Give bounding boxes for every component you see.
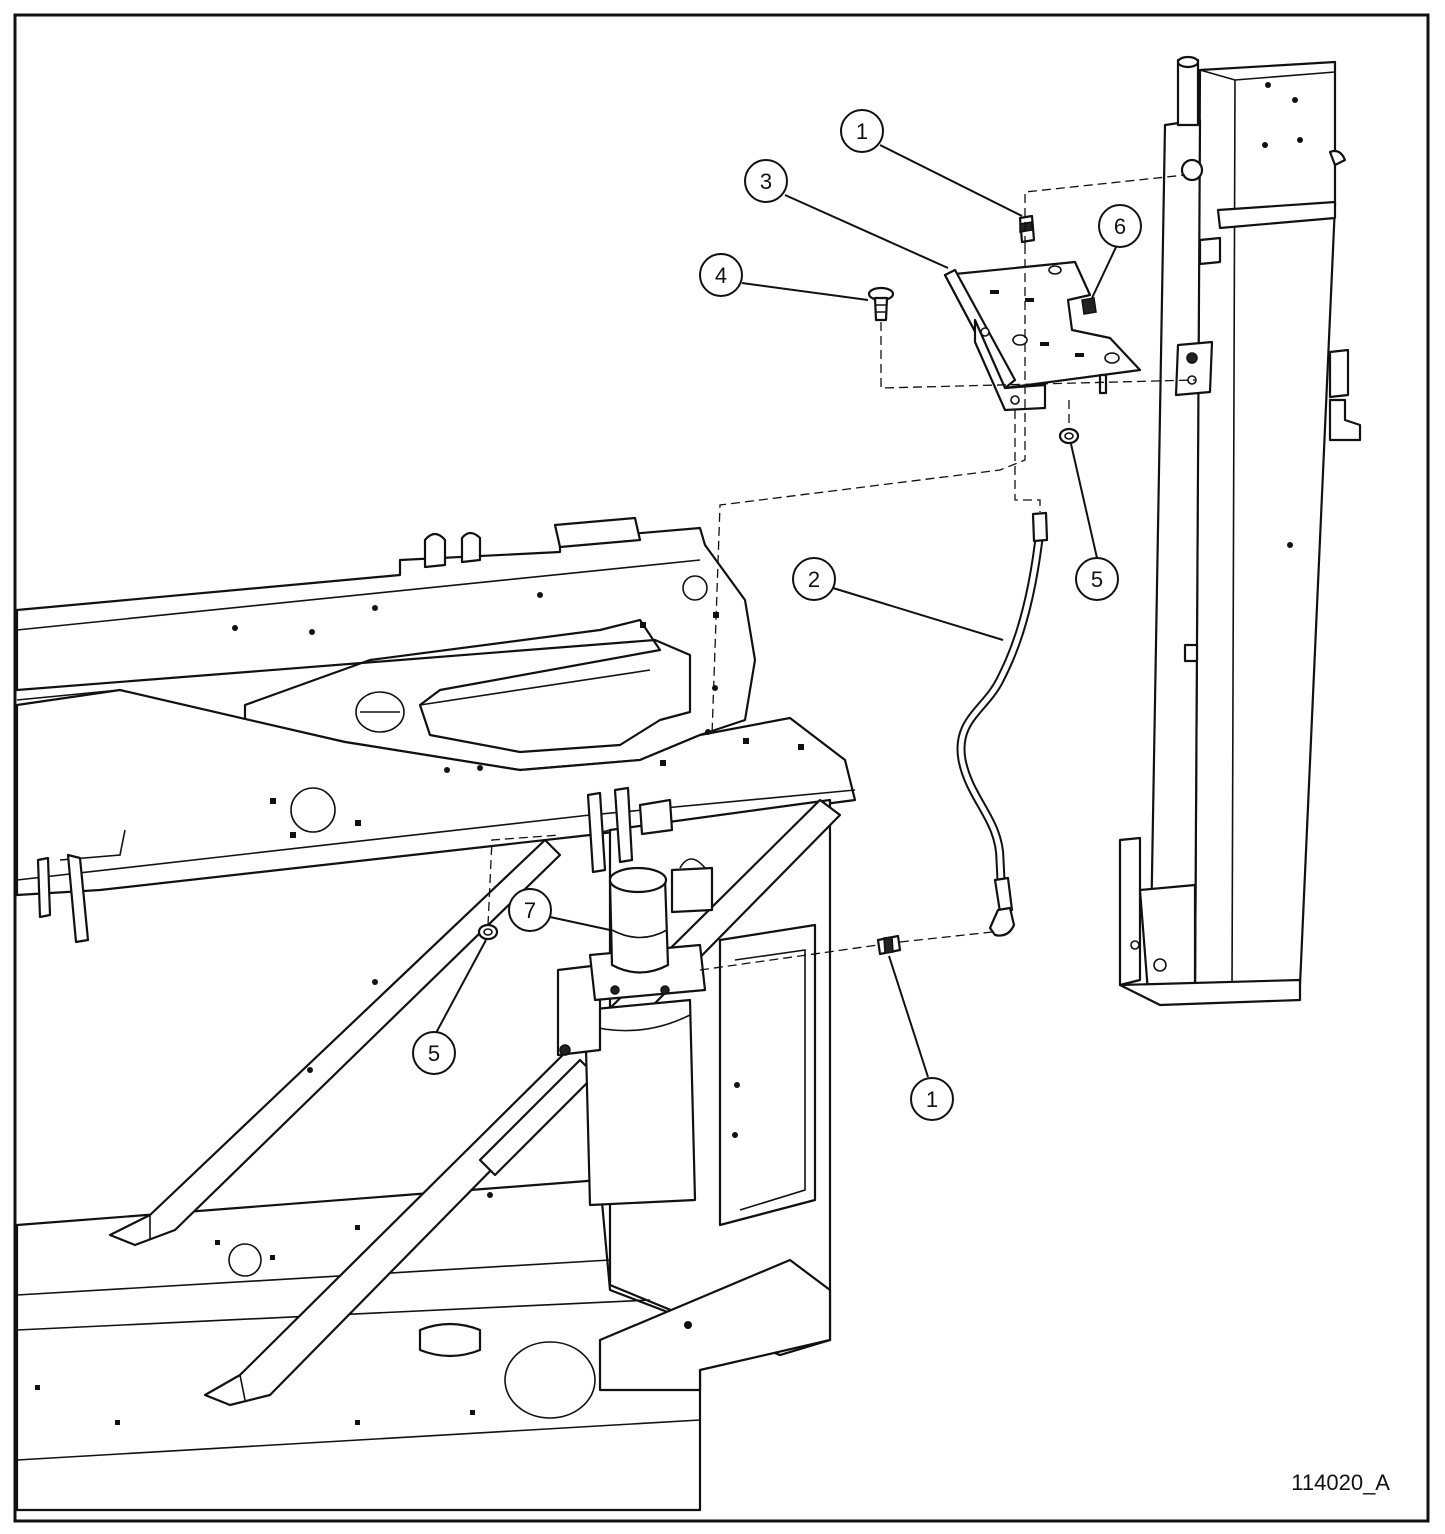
hydraulic-hose <box>956 511 1049 937</box>
svg-text:5: 5 <box>428 1041 440 1066</box>
carriage-bolt <box>867 286 895 322</box>
mounting-plate <box>943 260 1142 412</box>
hex-bolt <box>1081 297 1097 315</box>
callout-leaders <box>435 144 1118 1078</box>
svg-text:2: 2 <box>808 567 820 592</box>
callout-5-right: 5 <box>1075 557 1119 601</box>
callout-1-bottom: 1 <box>910 1077 954 1121</box>
lift-frame <box>15 516 857 1512</box>
callout-3: 3 <box>744 159 788 203</box>
fitting-bottom <box>876 934 902 956</box>
nut-right <box>1058 427 1080 445</box>
upright-column <box>1118 55 1362 1007</box>
svg-text:1: 1 <box>926 1087 938 1112</box>
pump-motor-assembly <box>556 786 714 1207</box>
callout-2: 2 <box>792 557 836 601</box>
nut-left <box>477 923 499 941</box>
svg-text:5: 5 <box>1091 567 1103 592</box>
callout-1-top: 1 <box>840 109 884 153</box>
frame-hole-pattern <box>35 592 804 1425</box>
svg-text:3: 3 <box>760 169 772 194</box>
svg-text:1: 1 <box>856 119 868 144</box>
svg-text:7: 7 <box>524 898 536 923</box>
callout-7: 7 <box>508 888 552 932</box>
callout-6: 6 <box>1098 204 1142 248</box>
svg-text:4: 4 <box>715 263 727 288</box>
assembly-center-lines <box>487 174 1196 971</box>
callout-4: 4 <box>699 253 743 297</box>
drawing-border <box>13 13 1430 1523</box>
callout-5-left: 5 <box>412 1031 456 1075</box>
figure-id: 114020_A <box>1291 1470 1390 1495</box>
svg-text:6: 6 <box>1114 214 1126 239</box>
fitting-top <box>1018 214 1036 244</box>
